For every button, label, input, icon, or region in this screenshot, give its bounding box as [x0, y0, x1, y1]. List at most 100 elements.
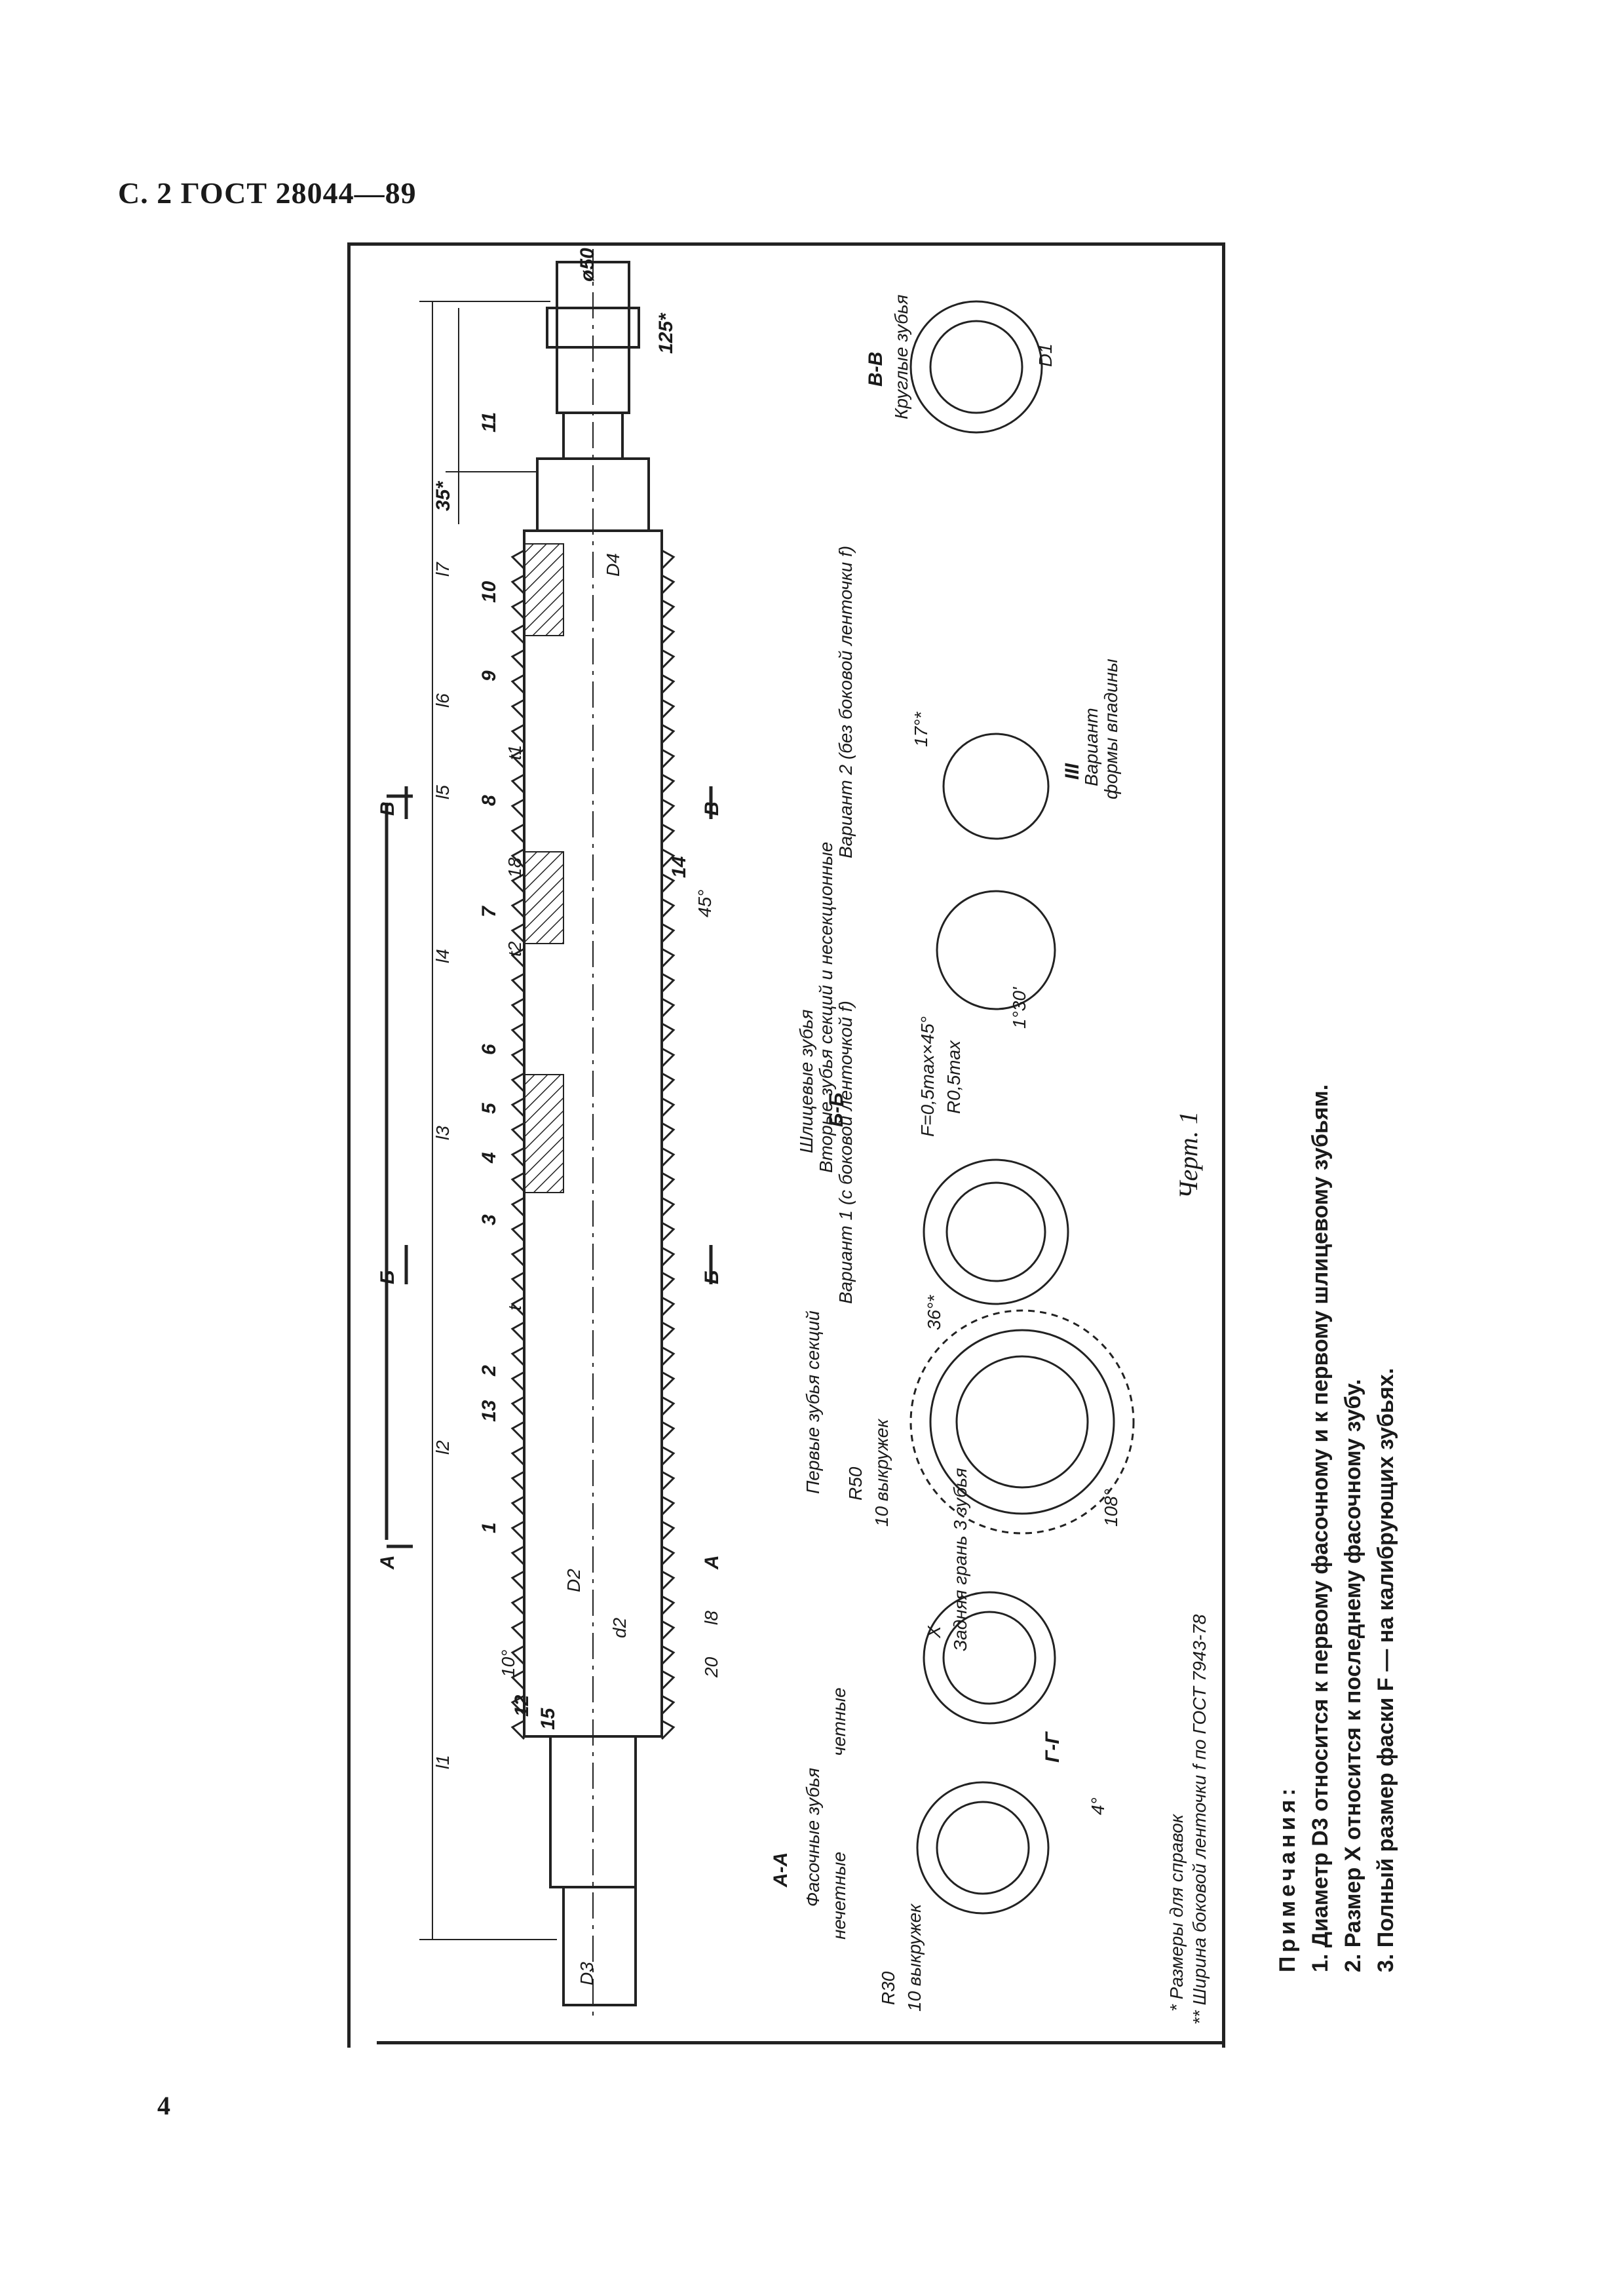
dim-t2: t2	[505, 941, 525, 957]
footnote-2: ** Ширина боковой ленточки f по ГОСТ 794…	[1189, 1614, 1210, 2025]
part-8: 8	[478, 795, 500, 806]
section-bb-angle36: 36°*	[924, 1295, 944, 1330]
notes-block: Примечания: 1. Диаметр D3 относится к пе…	[1271, 1055, 1402, 1972]
section-aa-desc4: четные	[829, 1687, 849, 1756]
dim-35: 35*	[432, 481, 454, 511]
broach-tooth	[510, 1097, 676, 1118]
broach-tooth	[510, 1445, 676, 1466]
broach-tooth	[510, 1221, 676, 1242]
broach-tooth	[510, 1595, 676, 1616]
broach-tooth	[510, 773, 676, 794]
broach-tooth	[510, 1271, 676, 1292]
broach-tooth	[510, 599, 676, 620]
note-item-1: 1. Диаметр D3 относится к первому фасочн…	[1308, 1084, 1333, 1972]
broach-tooth	[510, 649, 676, 670]
broach-tooth	[510, 1072, 676, 1093]
part-7: 7	[478, 906, 500, 917]
part-10: 10	[478, 581, 500, 603]
dim-t1: t1	[505, 744, 525, 760]
broach-tooth	[510, 947, 676, 968]
note-item-2: 2. Размер X относится к последнему фасоч…	[1341, 1379, 1365, 1972]
broach-tooth	[510, 1495, 676, 1516]
broach-tooth	[510, 1122, 676, 1143]
figure-caption: Черт. 1	[1174, 1111, 1203, 1199]
dim-10deg: 10°	[498, 1649, 518, 1677]
dim-125: 125*	[655, 313, 677, 354]
broach-tooth	[510, 1620, 676, 1641]
first-teeth-title: Первые зубья секций	[803, 1311, 823, 1494]
dim-l6: l6	[432, 693, 453, 708]
dim-d4: D4	[603, 553, 623, 577]
notes-title: Примечания:	[1275, 1784, 1300, 1972]
broach-tooth	[510, 1296, 676, 1317]
section-mark-b-right: Б	[701, 1270, 723, 1284]
section-aa-desc2: зубья	[803, 1767, 823, 1815]
broach-tooth	[510, 1570, 676, 1591]
broach-tooth	[510, 923, 676, 944]
dim-l2: l2	[432, 1440, 453, 1455]
broach-tooth	[510, 1047, 676, 1068]
variant-form-title: III	[1061, 763, 1083, 780]
variant-form-line2: формы впадины	[1101, 659, 1121, 799]
section-bb-variant2: Вариант 2 (без боковой ленточки f)	[835, 545, 856, 858]
broach-tooth	[510, 1022, 676, 1043]
part-14: 14	[668, 856, 690, 878]
section-bb-radius: R0,5max	[944, 1040, 964, 1114]
section-mark-a-right: А	[701, 1555, 723, 1569]
broach-tooth	[510, 1346, 676, 1367]
section-vv-title: В-В	[865, 351, 887, 387]
broach-tooth	[510, 624, 676, 645]
dim-l5: l5	[432, 785, 453, 799]
broach-tooth	[510, 1246, 676, 1267]
section-bb-angle17: 17°*	[911, 712, 931, 747]
variant-form-line1: Вариант	[1081, 708, 1101, 786]
section-aa-desc3: нечетные	[829, 1851, 849, 1940]
broach-tooth	[510, 1470, 676, 1491]
part-4: 4	[478, 1152, 500, 1163]
footnote-1: * Размеры для справок	[1166, 1814, 1187, 2012]
dim-d50: ø50	[577, 248, 598, 282]
section-aa-r30: R30	[878, 1971, 898, 2005]
broach-tooth	[510, 997, 676, 1018]
dim-l8: l8	[701, 1611, 721, 1625]
section-bb-angle130: 1°30'	[1009, 987, 1029, 1029]
dim-l7: l7	[432, 562, 453, 577]
dim-l3: l3	[432, 1126, 453, 1140]
dim-18: 18	[505, 857, 525, 878]
broach-tooth	[510, 748, 676, 769]
first-teeth-r50: R50	[845, 1466, 866, 1501]
dim-l1: l1	[432, 1755, 453, 1769]
section-bb-line1: Шлицевые зубья	[796, 1009, 816, 1153]
section-mark-v-right: В	[701, 801, 723, 816]
section-aa-r30-sub: 10 выкружек	[904, 1904, 925, 2012]
broach-tooth	[510, 798, 676, 819]
broach-tooth	[510, 1670, 676, 1691]
part-13: 13	[478, 1400, 500, 1422]
broach-tooth	[510, 574, 676, 595]
page-number: 4	[157, 2091, 170, 2120]
part-11: 11	[478, 411, 500, 432]
dim-45deg: 45°	[695, 889, 715, 917]
part-2: 2	[478, 1365, 500, 1376]
section-vv-desc: Круглые зубья	[891, 294, 911, 419]
broach-tooth	[510, 1645, 676, 1666]
part-1: 1	[478, 1522, 500, 1533]
drawing-frame-bottom	[377, 2041, 1222, 2044]
part-15: 15	[537, 1708, 559, 1730]
first-teeth-x: X	[924, 1626, 944, 1638]
broach-tooth	[510, 1196, 676, 1217]
part-12: 12	[511, 1694, 533, 1717]
broach-tooth	[510, 972, 676, 993]
dim-l4: l4	[432, 949, 453, 963]
broach-tooth	[510, 1520, 676, 1541]
dim-20: 20	[701, 1656, 721, 1677]
dim-d2: D2	[563, 1569, 584, 1592]
part-6: 6	[478, 1044, 500, 1055]
section-mark-v-left: В	[377, 801, 398, 816]
drawing-frame	[347, 242, 1225, 2048]
dim-t: t	[505, 1305, 525, 1311]
note-item-3: 3. Полный размер фаски F — на калибрующи…	[1373, 1368, 1398, 1972]
broach-tooth	[510, 1719, 676, 1740]
part-5: 5	[478, 1103, 500, 1114]
broach-tooth	[510, 1421, 676, 1442]
